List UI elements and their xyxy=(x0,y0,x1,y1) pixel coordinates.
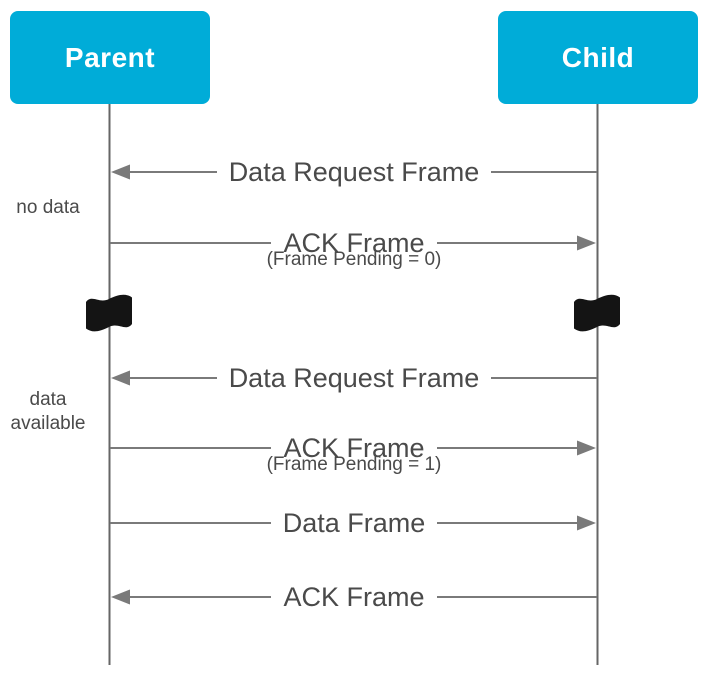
arrowhead-right-icon xyxy=(577,515,596,531)
message-sublabel-frame-pending-0: (Frame Pending = 0) xyxy=(266,249,442,270)
side-note-no-data: no data xyxy=(16,197,80,218)
side-note-data-available: data available xyxy=(10,389,86,434)
arrowhead-right-icon xyxy=(577,440,596,456)
flag-icon xyxy=(574,294,620,332)
arrowhead-right-icon xyxy=(577,235,596,251)
arrowhead-left-icon xyxy=(111,370,130,386)
flag-icon xyxy=(86,294,132,332)
arrow-data-request-1 xyxy=(111,164,597,180)
actor-child-label: Child xyxy=(561,41,635,73)
actor-child: Child xyxy=(498,11,698,104)
arrowhead-left-icon xyxy=(111,164,130,180)
arrow-ack-3 xyxy=(111,589,597,605)
arrowhead-left-icon xyxy=(111,589,130,605)
arrow-data-request-2 xyxy=(111,370,597,386)
arrow-data-frame xyxy=(110,515,596,531)
actor-parent: Parent xyxy=(10,11,210,104)
message-sublabel-frame-pending-1: (Frame Pending = 1) xyxy=(266,454,442,475)
actor-parent-label: Parent xyxy=(64,41,156,73)
